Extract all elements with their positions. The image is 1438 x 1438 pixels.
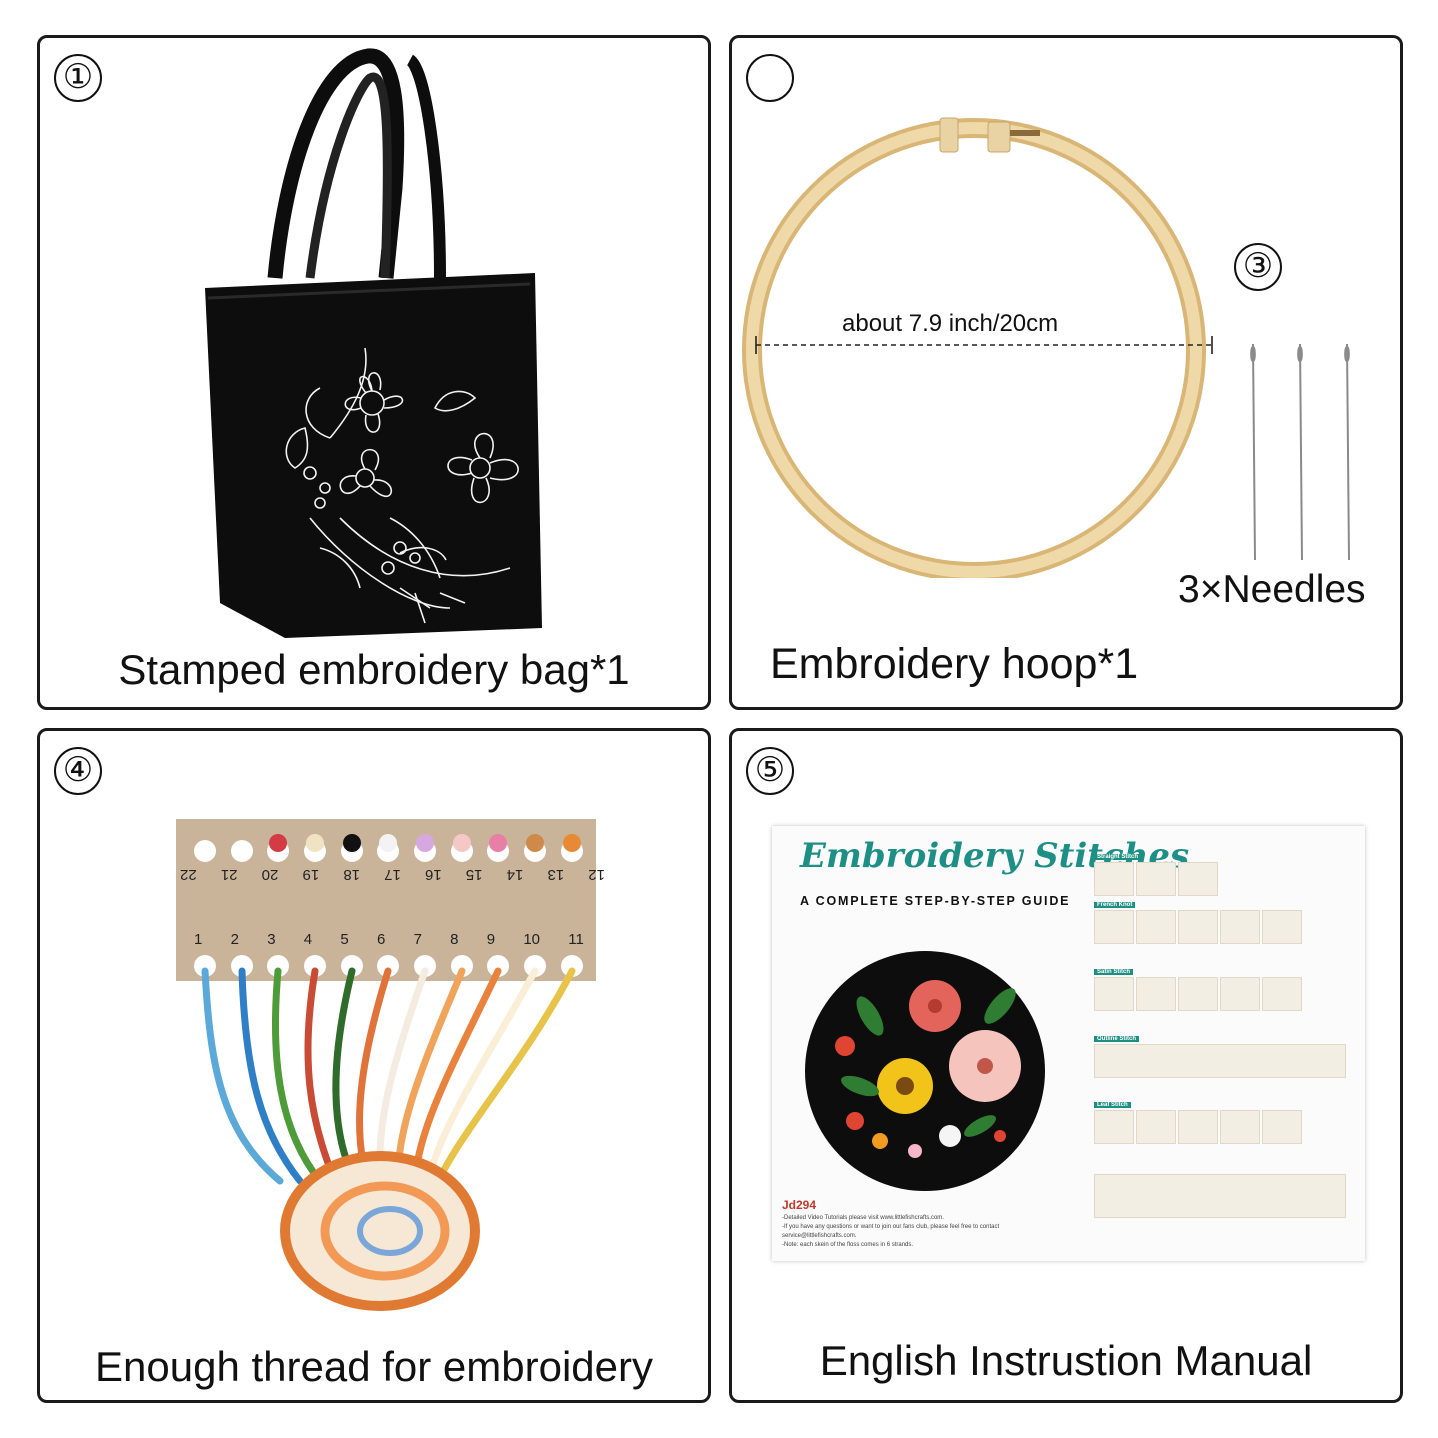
needles-number: ③ <box>1234 243 1282 291</box>
card-number: 21 <box>220 866 238 883</box>
manual-hoop-illustration <box>805 951 1045 1191</box>
step-image <box>1136 910 1176 944</box>
instruction-manual-image: Embroidery Stitches A COMPLETE STEP-BY-S… <box>772 826 1365 1261</box>
step-image <box>1094 977 1134 1011</box>
card-number: 3 <box>267 931 276 948</box>
manual-section-french: French Knot <box>1094 902 1344 962</box>
card-number: 20 <box>261 866 279 883</box>
card-number: 14 <box>506 866 524 883</box>
card-number: 2 <box>230 931 239 948</box>
step-image <box>1178 910 1218 944</box>
card-number: 19 <box>302 866 320 883</box>
step-image <box>1094 862 1134 896</box>
step-image <box>1094 1044 1346 1078</box>
step-image <box>1136 977 1176 1011</box>
manual-section-satin: Satin Stitch <box>1094 969 1344 1029</box>
step-image <box>1220 1110 1260 1144</box>
step-image <box>1094 1174 1346 1218</box>
card-number: 13 <box>547 866 565 883</box>
card-number: 9 <box>486 931 496 948</box>
manual-panel: ⑤ Embroidery Stitches A COMPLETE STEP-BY… <box>729 728 1403 1403</box>
manual-note: service@littlefishcrafts.com. <box>782 1233 857 1239</box>
section-tag: Outline Stitch <box>1094 1036 1139 1042</box>
hoop-panel: about 7.9 inch/20cm ③ 3×Needles Embroide… <box>729 35 1403 710</box>
hoop-size-label: about 7.9 inch/20cm <box>842 310 1059 337</box>
step-image <box>1136 1110 1176 1144</box>
card-number: 4 <box>303 931 313 948</box>
step-image <box>1094 1110 1134 1144</box>
tote-bag-image <box>205 48 542 638</box>
panel-number: ① <box>54 54 102 102</box>
panel-number: ⑤ <box>746 747 794 795</box>
card-number: 17 <box>384 866 401 883</box>
caption: Enough thread for embroidery <box>95 1343 653 1390</box>
manual-section-leaf: Leaf Stitch <box>1094 1102 1344 1162</box>
bag-panel: ① Stamped embroidery bag*1 <box>37 35 711 710</box>
manual-notes: -Detailed Video Tutorials please visit w… <box>782 1214 1082 1250</box>
manual-note: -Detailed Video Tutorials please visit w… <box>782 1215 944 1221</box>
card-number: 16 <box>425 866 442 883</box>
card-labels-bottom: 1 2 3 4 5 6 7 8 9 10 11 <box>194 931 584 948</box>
manual-subtitle: A COMPLETE STEP-BY-STEP GUIDE <box>800 894 1071 908</box>
section-tag: Satin Stitch <box>1094 969 1134 975</box>
card-number: 10 <box>523 931 541 948</box>
step-image <box>1262 1110 1302 1144</box>
manual-section-divide <box>1094 1174 1346 1224</box>
manual-section-outline: Outline Stitch <box>1094 1036 1346 1096</box>
card-number: 6 <box>376 931 386 948</box>
manual-code: Jd294 <box>782 1198 817 1212</box>
step-image <box>1262 977 1302 1011</box>
card-number: 12 <box>588 866 605 883</box>
step-image <box>1178 1110 1218 1144</box>
needles-image <box>1250 343 1350 561</box>
section-tag: French Knot <box>1094 902 1136 908</box>
section-tag: Straight Stitch <box>1094 854 1142 860</box>
step-image <box>1262 910 1302 944</box>
panel-number <box>746 54 794 102</box>
step-image <box>1094 910 1134 944</box>
manual-note: -Note: each skein of the floss comes in … <box>782 1242 914 1248</box>
panel-number: ④ <box>54 747 102 795</box>
step-image <box>1136 862 1176 896</box>
caption: Stamped embroidery bag*1 <box>118 646 630 693</box>
section-tag: Leaf Stitch <box>1094 1102 1131 1108</box>
step-image <box>1220 910 1260 944</box>
card-labels-top: 12 13 14 15 16 17 18 19 20 21 22 <box>180 866 605 883</box>
caption: Embroidery hoop*1 <box>770 640 1139 688</box>
card-number: 18 <box>343 866 361 883</box>
card-number: 15 <box>465 866 483 883</box>
embroidery-hoop-image <box>742 117 1213 578</box>
step-image <box>1178 862 1218 896</box>
needles-caption: 3×Needles <box>1178 568 1366 611</box>
step-image <box>1220 977 1260 1011</box>
card-number: 22 <box>180 866 197 883</box>
card-number: 7 <box>413 931 422 948</box>
manual-note: -If you have any questions or want to jo… <box>782 1224 1000 1230</box>
thread-card-image <box>176 819 596 1311</box>
card-number: 5 <box>340 931 349 948</box>
manual-section-straight: Straight Stitch <box>1094 854 1344 898</box>
card-number: 11 <box>568 931 584 948</box>
caption: English Instrustion Manual <box>819 1337 1313 1384</box>
step-image <box>1178 977 1218 1011</box>
card-number: 1 <box>194 931 203 948</box>
card-number: 8 <box>450 931 459 948</box>
thread-panel: ④ <box>37 728 711 1403</box>
